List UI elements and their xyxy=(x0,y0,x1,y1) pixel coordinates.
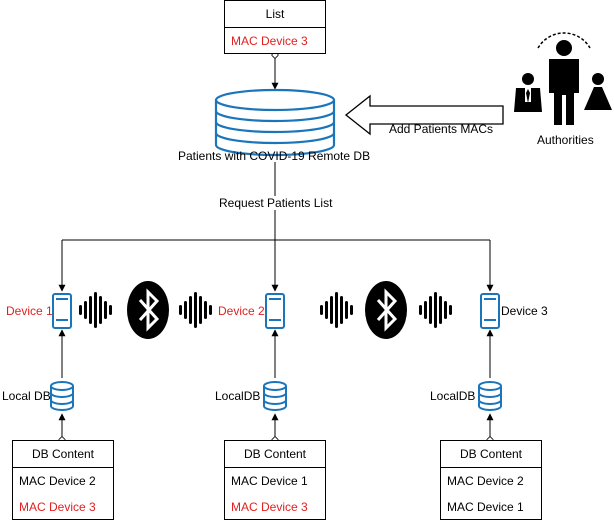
local-db-label-3: LocalDB xyxy=(430,389,476,403)
authorities-label: Authorities xyxy=(537,133,594,147)
local-database-icon xyxy=(50,381,74,411)
sound-wave-icon xyxy=(320,292,353,328)
sound-wave-bar xyxy=(330,296,333,324)
local-db-label-2: LocalDB xyxy=(215,389,261,403)
bluetooth-icon xyxy=(365,281,407,339)
sound-wave-bar xyxy=(419,305,422,315)
db-content-box-2: DB Content MAC Device 1 MAC Device 3 xyxy=(224,440,326,520)
db-content-item: MAC Device 3 xyxy=(231,500,308,514)
sound-wave-bar xyxy=(444,301,447,319)
add-macs-label: Add Patients MACs xyxy=(389,122,494,136)
sound-wave-icon xyxy=(79,292,112,328)
list-box-item: MAC Device 3 xyxy=(231,34,308,48)
list-box-header: List xyxy=(225,1,325,28)
authority-left-person xyxy=(514,73,542,112)
sound-wave-bar xyxy=(325,301,328,319)
db-content-item: MAC Device 2 xyxy=(19,474,96,488)
people-icon xyxy=(514,32,612,125)
sound-wave-bar xyxy=(194,292,197,328)
db-content-box-1: DB Content MAC Device 2 MAC Device 3 xyxy=(12,440,114,520)
sound-wave-bar xyxy=(199,296,202,324)
sound-wave-icon xyxy=(179,292,212,328)
device-2-label: Device 2 xyxy=(218,304,265,318)
sound-wave-bar xyxy=(189,296,192,324)
database-icon xyxy=(214,88,336,157)
sound-wave-bar xyxy=(320,305,323,315)
sound-wave-bar xyxy=(335,292,338,328)
sound-wave-bar xyxy=(434,292,437,328)
local-database-icon xyxy=(478,381,502,411)
device-3-label: Device 3 xyxy=(501,304,548,318)
sound-wave-bar xyxy=(340,296,343,324)
db-content-item: MAC Device 1 xyxy=(447,500,524,514)
list-box: List MAC Device 3 xyxy=(224,0,326,54)
sound-wave-bar xyxy=(449,305,452,315)
db-content-item: MAC Device 1 xyxy=(231,474,308,488)
sound-wave-bar xyxy=(345,301,348,319)
db-content-item: MAC Device 3 xyxy=(19,500,96,514)
request-list-label: Request Patients List xyxy=(219,196,333,210)
local-db-label-1: Local DB xyxy=(2,389,51,403)
sound-wave-bar xyxy=(79,305,82,315)
sound-wave-bar xyxy=(99,296,102,324)
sound-wave-bar xyxy=(429,296,432,324)
sound-wave-bar xyxy=(209,305,212,315)
authority-center-person xyxy=(537,32,591,125)
arrow-left-icon xyxy=(344,94,504,136)
sound-wave-bar xyxy=(204,301,207,319)
bluetooth-icon xyxy=(127,281,169,339)
sound-wave-bar xyxy=(84,301,87,319)
db-content-header: DB Content xyxy=(225,441,325,468)
db-content-header: DB Content xyxy=(441,441,541,468)
sound-wave-bar xyxy=(109,305,112,315)
remote-db-label: Patients with COVID-19 Remote DB xyxy=(178,149,371,163)
db-content-box-3: DB Content MAC Device 2 MAC Device 1 xyxy=(440,440,542,520)
sound-wave-bar xyxy=(439,296,442,324)
smartphone-icon xyxy=(480,293,500,329)
sound-wave-bar xyxy=(184,301,187,319)
db-content-item: MAC Device 2 xyxy=(447,474,524,488)
sound-wave-bar xyxy=(94,292,97,328)
sound-wave-bar xyxy=(179,305,182,315)
sound-wave-bar xyxy=(350,305,353,315)
authority-right-person xyxy=(584,73,612,110)
sound-wave-bar xyxy=(104,301,107,319)
connectors xyxy=(58,55,494,440)
sound-wave-bar xyxy=(424,301,427,319)
local-database-icon xyxy=(263,381,287,411)
db-content-header: DB Content xyxy=(13,441,113,468)
device-1-label: Device 1 xyxy=(6,304,53,318)
sound-wave-bar xyxy=(89,296,92,324)
sound-wave-icon xyxy=(419,292,452,328)
smartphone-icon xyxy=(265,293,285,329)
smartphone-icon xyxy=(52,293,72,329)
